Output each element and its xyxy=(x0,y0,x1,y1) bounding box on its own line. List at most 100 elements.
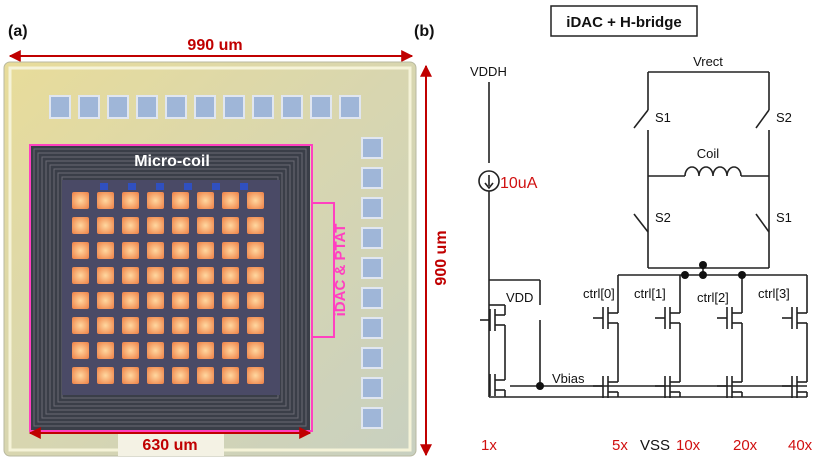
array-pad xyxy=(122,317,139,334)
multiplier-10x: 10x xyxy=(676,437,701,454)
ctrl-label-2: ctrl[2] xyxy=(697,290,729,305)
array-pad xyxy=(72,217,89,234)
multiplier-1x: 1x xyxy=(481,437,497,454)
contact-dot xyxy=(100,183,108,190)
array-pad xyxy=(72,192,89,209)
array-pad xyxy=(147,217,164,234)
coil-label: Coil xyxy=(697,146,720,161)
junction-dots xyxy=(536,261,746,390)
switch-label-s1-bottom: S1 xyxy=(776,210,792,225)
array-pad xyxy=(172,367,189,384)
contact-dot xyxy=(240,183,248,190)
vss-label: VSS xyxy=(640,437,670,454)
idac-ptat-label: iDAC & PTAT xyxy=(332,224,349,317)
switch-label-s2-bottom: S2 xyxy=(655,210,671,225)
array-pad xyxy=(97,367,114,384)
switch-label-s1-top: S1 xyxy=(655,110,671,125)
vrect-label: Vrect xyxy=(693,54,723,69)
vdd-label: VDD xyxy=(506,290,533,305)
micro-coil-region xyxy=(30,145,310,430)
array-pad xyxy=(72,317,89,334)
array-pad xyxy=(197,267,214,284)
array-pad xyxy=(122,217,139,234)
junction-dot xyxy=(738,271,746,279)
vddh-label: VDDH xyxy=(470,64,507,79)
array-pad xyxy=(247,267,264,284)
die-photo: Micro-coil iDAC & PTAT xyxy=(3,61,417,457)
bond-pad xyxy=(361,347,383,369)
array-pad xyxy=(197,217,214,234)
bond-pad xyxy=(361,407,383,429)
array-pad xyxy=(122,242,139,259)
top-bond-pads xyxy=(49,95,361,119)
multiplier-20x: 20x xyxy=(733,437,758,454)
multiplier-5x: 5x xyxy=(612,437,628,454)
micro-coil-label: Micro-coil xyxy=(134,153,210,170)
height-dimension: 900 um xyxy=(420,64,450,457)
idac-ptat-outline xyxy=(311,202,335,338)
junction-dot xyxy=(699,271,707,279)
array-pad xyxy=(222,317,239,334)
array-pad xyxy=(247,292,264,309)
junction-dot xyxy=(681,271,689,279)
bond-pad xyxy=(361,197,383,219)
bond-pad xyxy=(361,377,383,399)
bond-pad xyxy=(78,95,100,119)
bond-pad xyxy=(361,167,383,189)
panel-b-label: (b) xyxy=(414,23,434,40)
array-pad xyxy=(222,267,239,284)
bond-pad xyxy=(165,95,187,119)
array-pad xyxy=(147,342,164,359)
array-pad xyxy=(122,342,139,359)
bond-pad xyxy=(361,287,383,309)
contact-dot xyxy=(184,183,192,190)
array-pad xyxy=(72,342,89,359)
contact-dot xyxy=(212,183,220,190)
array-pad xyxy=(247,342,264,359)
bond-pad xyxy=(361,317,383,339)
bond-pad xyxy=(252,95,274,119)
bond-pad xyxy=(281,95,303,119)
array-pad xyxy=(222,217,239,234)
array-pad xyxy=(222,367,239,384)
array-pad xyxy=(172,217,189,234)
array-pad xyxy=(247,192,264,209)
array-pad xyxy=(172,267,189,284)
ctrl-label-0: ctrl[0] xyxy=(583,286,615,301)
coil-width-label: 630 um xyxy=(142,437,197,454)
width-dimension-label: 990 um xyxy=(187,37,242,54)
array-pad xyxy=(97,267,114,284)
coil-symbol xyxy=(684,166,742,177)
array-pad xyxy=(172,192,189,209)
bond-pad xyxy=(223,95,245,119)
bond-pad xyxy=(361,227,383,249)
array-pad xyxy=(247,217,264,234)
array-pad xyxy=(147,242,164,259)
array-pad xyxy=(97,317,114,334)
array-pad xyxy=(72,242,89,259)
height-dimension-label: 900 um xyxy=(433,230,450,285)
bond-pad xyxy=(361,257,383,279)
circuit-title: iDAC + H-bridge xyxy=(566,14,681,31)
panel-a-label: (a) xyxy=(8,23,28,40)
ctrl-label-1: ctrl[1] xyxy=(634,286,666,301)
bond-pad xyxy=(339,95,361,119)
bond-pad xyxy=(310,95,332,119)
array-pad xyxy=(97,242,114,259)
bond-pad xyxy=(136,95,158,119)
pad-array xyxy=(72,183,264,384)
array-pad xyxy=(147,317,164,334)
bond-pad xyxy=(361,137,383,159)
schematic xyxy=(478,71,808,398)
array-pad xyxy=(222,192,239,209)
array-pad xyxy=(72,267,89,284)
array-pad xyxy=(122,192,139,209)
array-pad xyxy=(97,342,114,359)
array-pad xyxy=(147,292,164,309)
array-pad xyxy=(222,342,239,359)
vbias-label: Vbias xyxy=(552,371,585,386)
switch-label-s2-top: S2 xyxy=(776,110,792,125)
array-pad xyxy=(222,242,239,259)
width-dimension: 990 um xyxy=(8,34,414,62)
